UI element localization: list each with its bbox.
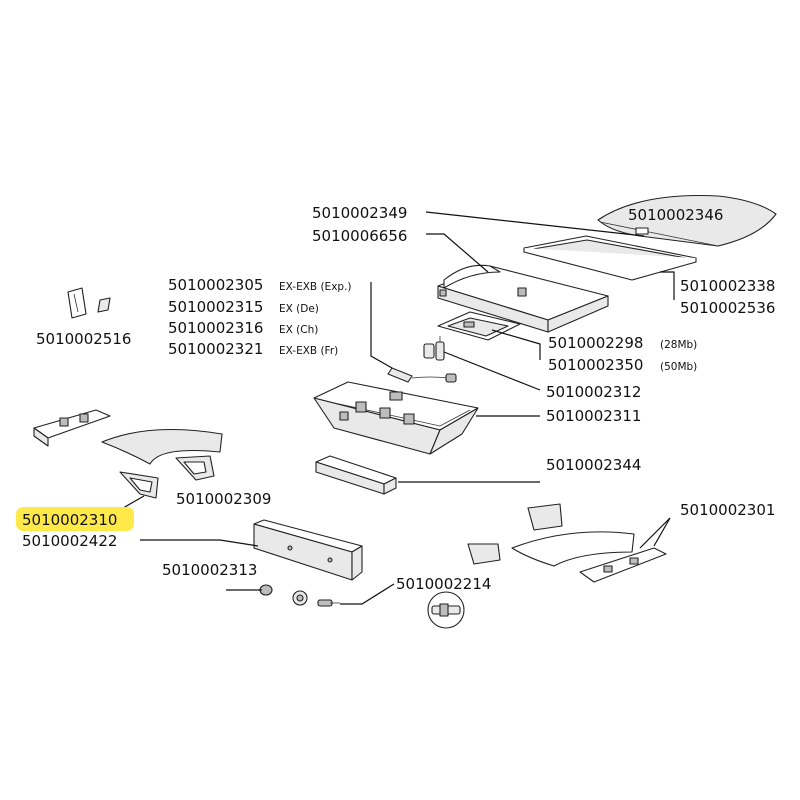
- label-5010002315[interactable]: 5010002315: [168, 298, 263, 316]
- main-housing-part[interactable]: [313, 381, 479, 455]
- label-5010002305[interactable]: 5010002305: [168, 276, 263, 294]
- label-5010002316-variant: EX (Ch): [279, 324, 318, 336]
- label-5010002315-variant: EX (De): [279, 303, 319, 315]
- right-group-part[interactable]: [467, 503, 667, 583]
- label-5010002338[interactable]: 5010002338: [680, 277, 775, 295]
- screw-detail-circle[interactable]: [427, 591, 465, 629]
- label-5010002311[interactable]: 5010002311: [546, 407, 641, 425]
- label-5010002310[interactable]: 5010002310: [22, 511, 117, 529]
- power-cord-part[interactable]: [387, 367, 457, 383]
- label-5010002350[interactable]: 5010002350: [548, 356, 643, 374]
- left-rail-part[interactable]: [33, 409, 111, 447]
- screw-part[interactable]: [317, 599, 340, 607]
- heating-element-part[interactable]: [315, 455, 397, 495]
- label-5010002344[interactable]: 5010002344: [546, 456, 641, 474]
- label-5010002312[interactable]: 5010002312: [546, 383, 641, 401]
- label-5010002536[interactable]: 5010002536: [680, 299, 775, 317]
- label-5010002313[interactable]: 5010002313: [162, 561, 257, 579]
- label-5010002346[interactable]: 5010002346: [628, 206, 723, 224]
- side-clip-part[interactable]: [119, 471, 159, 499]
- small-bracket-part[interactable]: [67, 287, 111, 319]
- label-5010002298-variant: (28Mb): [660, 339, 697, 351]
- label-5010002321[interactable]: 5010002321: [168, 340, 263, 358]
- highlight-marker: [16, 507, 134, 531]
- front-panel-part[interactable]: [253, 519, 363, 581]
- upper-tray-part[interactable]: [437, 264, 609, 333]
- label-5010002309[interactable]: 5010002309: [176, 490, 271, 508]
- mount-bracket-part[interactable]: [175, 455, 215, 481]
- lid-frame-part[interactable]: [523, 235, 697, 281]
- label-5010002321-variant: EX-EXB (Fr): [279, 345, 338, 357]
- label-5010002305-variant: EX-EXB (Exp.): [279, 281, 352, 293]
- label-5010002316[interactable]: 5010002316: [168, 319, 263, 337]
- label-5010002214[interactable]: 5010002214: [396, 575, 491, 593]
- part-number-labels: 5010002349 5010002346 5010006656 5010002…: [16, 204, 775, 593]
- control-board-part[interactable]: [437, 311, 521, 341]
- connector-clips-part[interactable]: [423, 336, 445, 361]
- label-5010002301[interactable]: 5010002301: [680, 501, 775, 519]
- label-5010002422[interactable]: 5010002422: [22, 532, 117, 550]
- left-cover-part[interactable]: [101, 429, 223, 465]
- knob-part[interactable]: [259, 584, 308, 606]
- label-5010002298[interactable]: 5010002298: [548, 334, 643, 352]
- label-5010002349[interactable]: 5010002349: [312, 204, 407, 222]
- label-5010002516[interactable]: 5010002516: [36, 330, 131, 348]
- label-5010002350-variant: (50Mb): [660, 361, 697, 373]
- label-5010006656[interactable]: 5010006656: [312, 227, 407, 245]
